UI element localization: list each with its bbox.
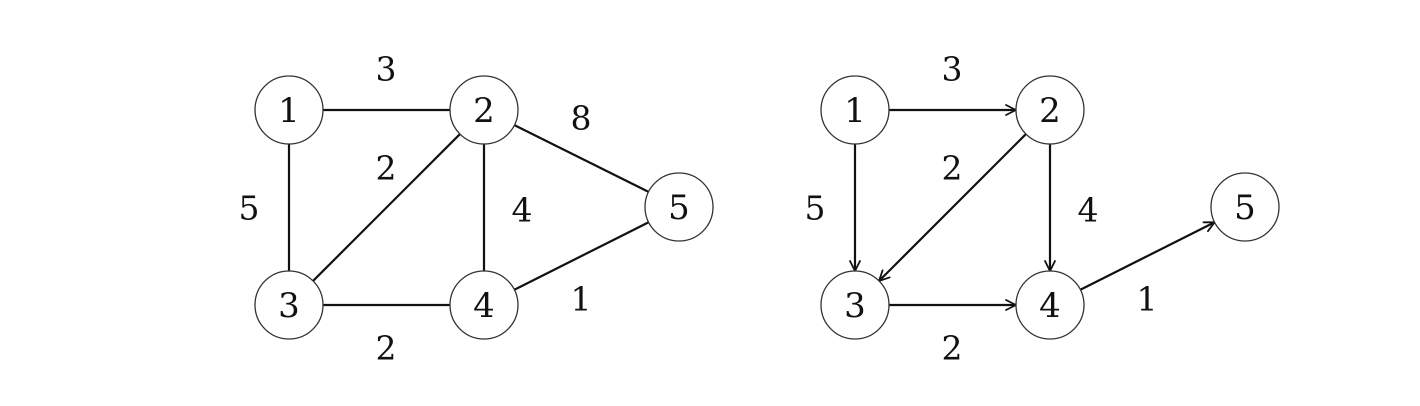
undirected-node-3 [254,270,324,340]
directed-graph: 3 5 2 4 2 1 1 2 3 4 5 [805,50,1280,368]
undirected-edge-4-5 [513,221,650,291]
directed-node-label-2: 2 [1039,91,1061,131]
directed-edge-weight-2-4: 4 [1078,191,1099,230]
undirected-node-2 [449,75,519,145]
undirected-edge-weight-2-5: 8 [571,99,592,138]
directed-edge-weight-3-4: 2 [942,329,963,368]
directed-node-label-1: 1 [844,91,866,131]
directed-edge-weight-4-5: 1 [1137,280,1158,319]
directed-node-label-5: 5 [1234,188,1256,228]
directed-edge-weight-2-3: 2 [942,149,963,188]
undirected-node-label-3: 3 [278,286,300,326]
directed-node-5 [1210,172,1280,242]
undirected-edge-2-3 [312,133,461,282]
undirected-edge-weight-4-5: 1 [571,280,592,319]
directed-edge-2-3 [878,133,1027,282]
undirected-edge-weight-1-3: 5 [239,189,260,228]
undirected-node-label-4: 4 [473,286,495,326]
undirected-node-label-5: 5 [668,188,690,228]
directed-node-label-4: 4 [1039,286,1061,326]
undirected-edge-2-5 [513,124,650,193]
undirected-edge-weight-1-2: 3 [376,50,397,89]
undirected-edge-weight-2-4: 4 [512,191,533,230]
directed-edge-weight-1-2: 3 [942,50,963,89]
undirected-node-1 [254,75,324,145]
undirected-node-5 [644,172,714,242]
undirected-node-label-1: 1 [278,91,300,131]
directed-edge-weight-1-3: 5 [805,189,826,228]
directed-node-4 [1015,270,1085,340]
undirected-node-label-2: 2 [473,91,495,131]
undirected-graph: 3 5 2 4 8 2 1 1 2 3 4 5 [239,50,714,368]
directed-node-2 [1015,75,1085,145]
directed-node-label-3: 3 [844,286,866,326]
undirected-node-4 [449,270,519,340]
undirected-edge-weight-3-4: 2 [376,329,397,368]
undirected-edge-weight-2-3: 2 [376,149,397,188]
directed-node-1 [820,75,890,145]
directed-edge-4-5 [1079,221,1216,291]
directed-node-3 [820,270,890,340]
